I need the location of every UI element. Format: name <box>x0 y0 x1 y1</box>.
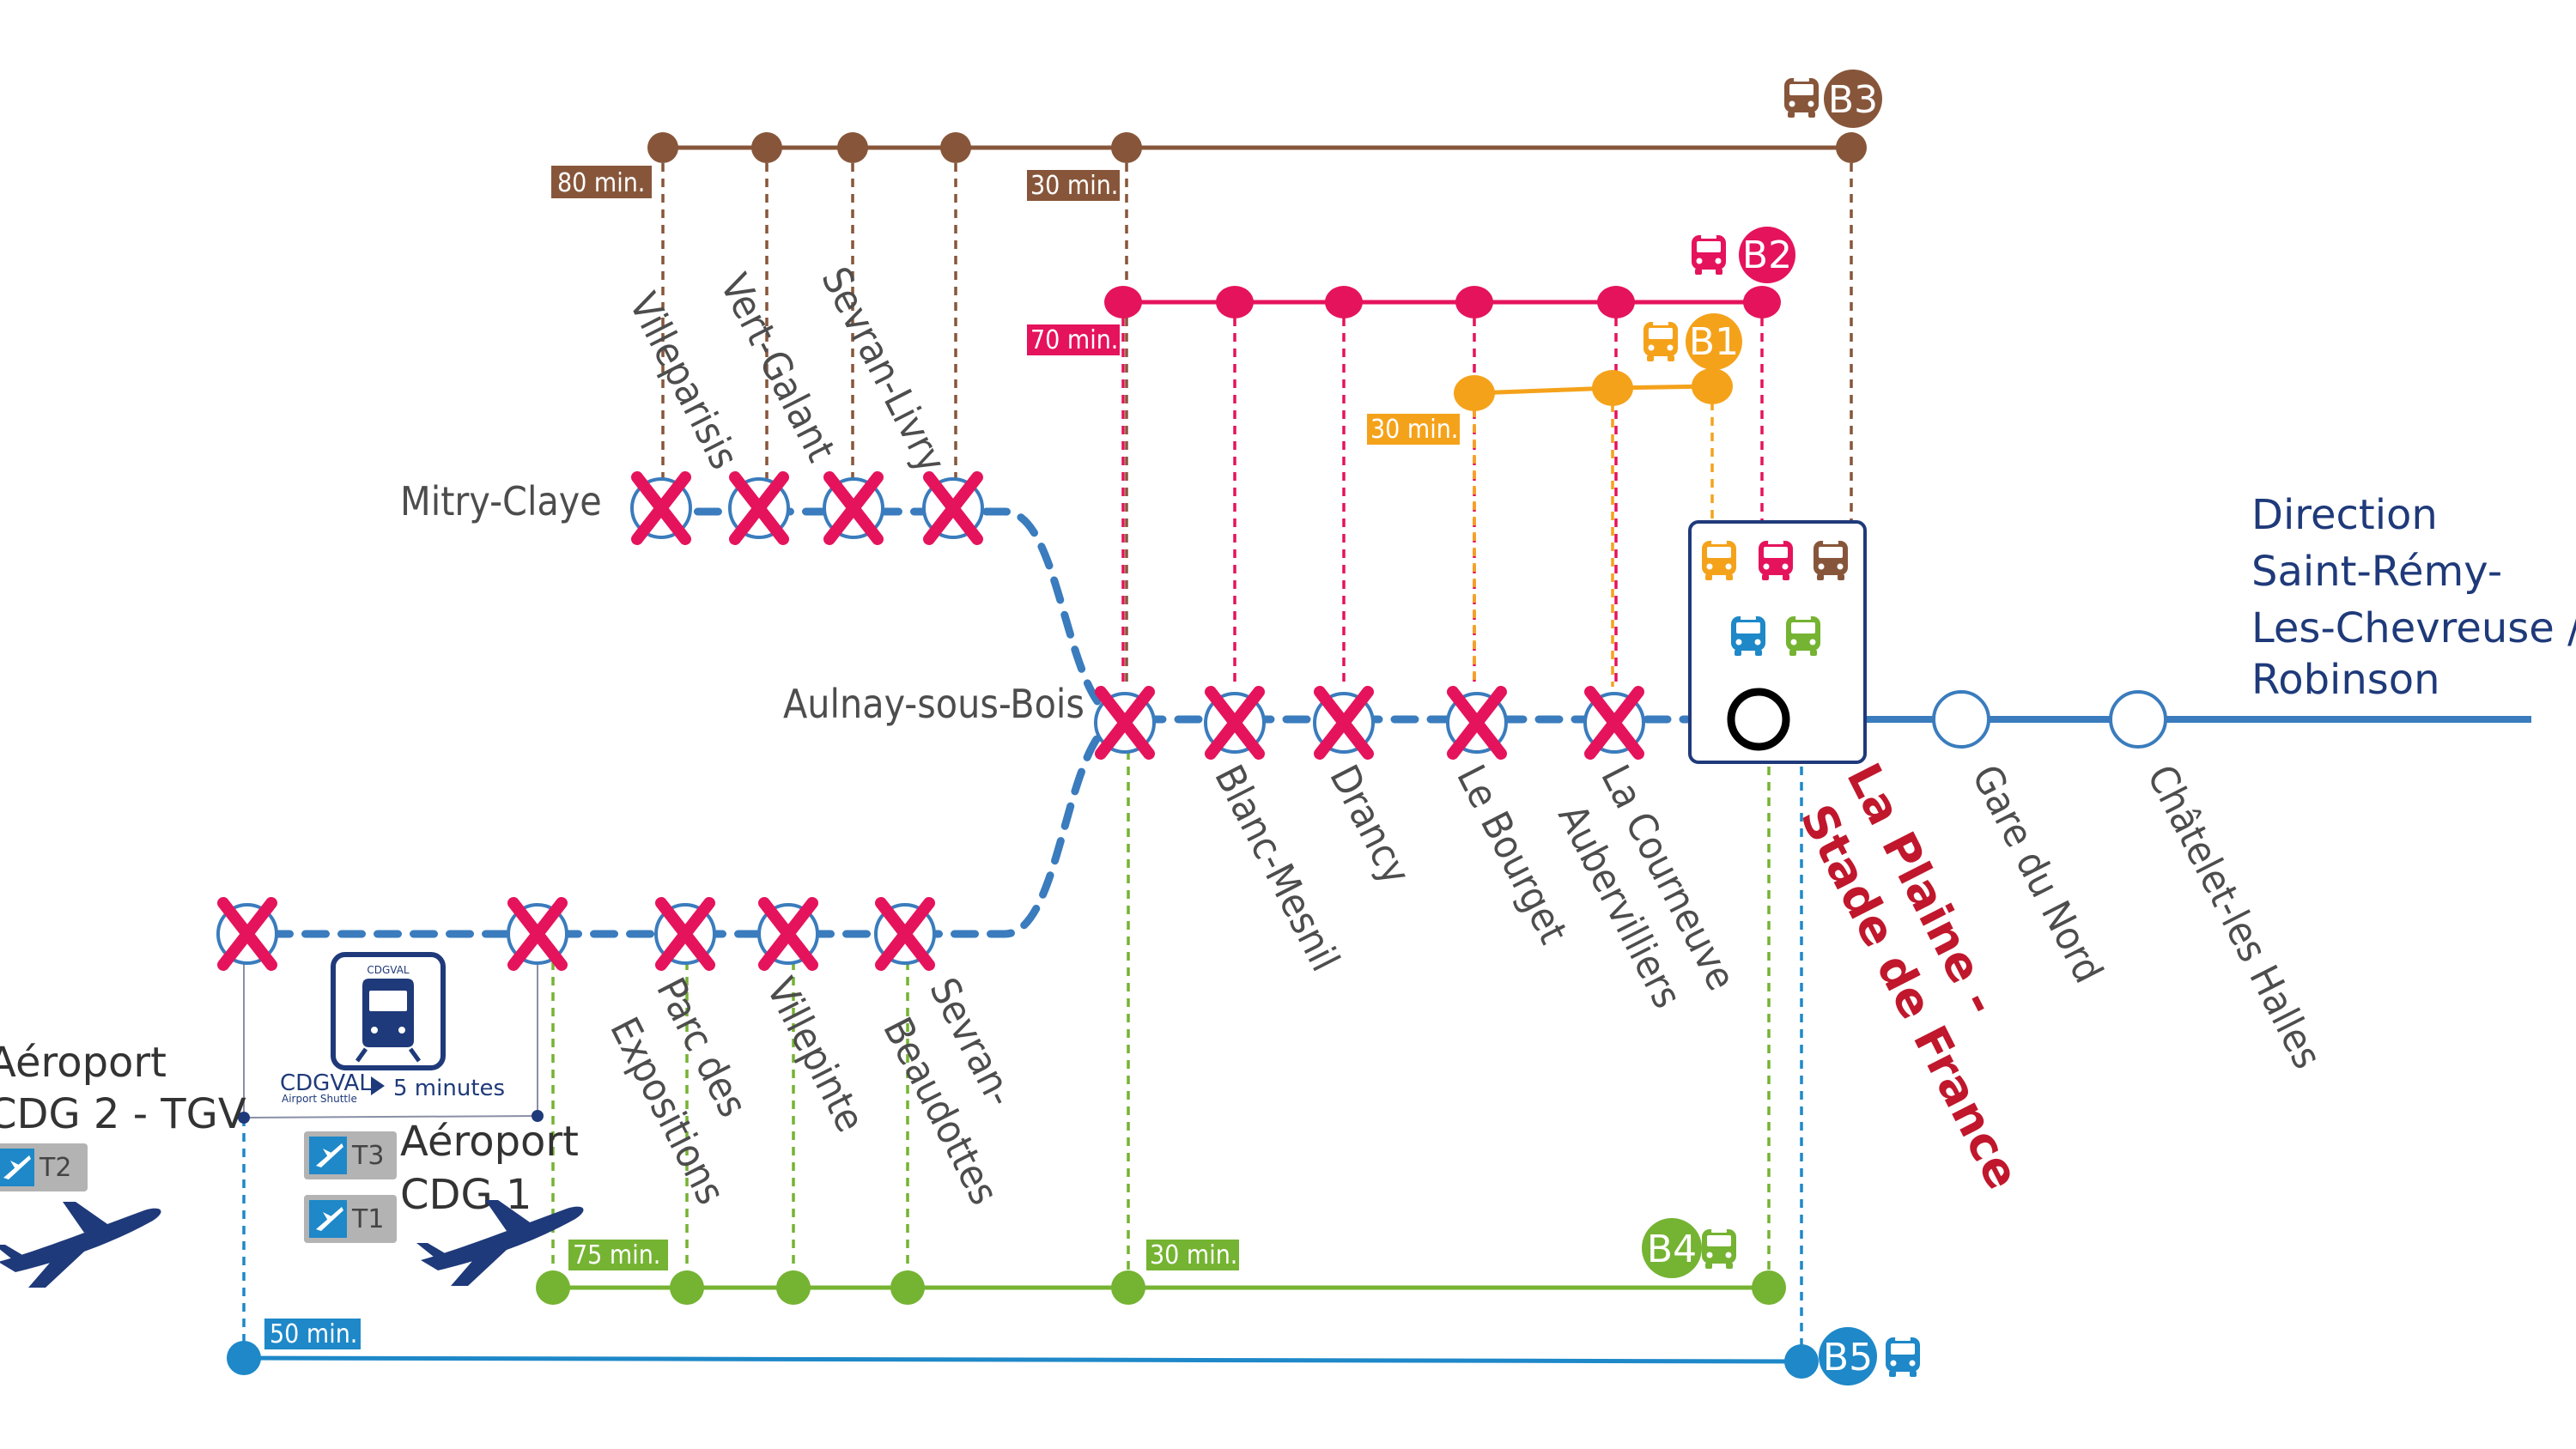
cdgval-duration: 5 minutes <box>393 1076 505 1101</box>
closed-cdg1 <box>508 903 567 965</box>
closed-blanc-mesnil <box>1206 692 1264 754</box>
closed-sevran-beaudottes <box>876 903 934 965</box>
bus-line-b3: 80 min. 30 min. B3 <box>551 70 1882 687</box>
svg-text:Aéroport: Aéroport <box>0 1039 167 1087</box>
rotated-labels-south: Parc des Expositions Villepinte Sevran- … <box>601 970 1024 1211</box>
cdgval-name: CDGVAL <box>280 1070 372 1096</box>
train-icon <box>355 979 422 1063</box>
bus-icon <box>1731 616 1765 656</box>
station-label-le-bourget: Le Bourget <box>1448 757 1577 950</box>
plane-icon <box>316 1143 343 1167</box>
closed-villepinte <box>759 903 817 965</box>
b3-badge: B3 <box>1828 78 1878 122</box>
closed-villeparisis <box>632 477 690 539</box>
airport-cdg1: Aéroport CDG 1 T3 T1 <box>304 1118 584 1286</box>
cdgval-sign: CDGVAL <box>367 964 410 976</box>
plane-icon <box>316 1207 343 1231</box>
bus-icon <box>1886 1337 1920 1377</box>
bus-icon <box>1759 541 1793 580</box>
closed-sevran-livry <box>824 477 883 539</box>
svg-text:Direction: Direction <box>2251 491 2438 539</box>
b3-time-a: 80 min. <box>557 168 645 198</box>
closed-mitry-claye <box>924 477 982 539</box>
bus-line-b2: 70 min. B2 <box>1027 227 1795 687</box>
svg-text:T3: T3 <box>351 1141 384 1171</box>
bus-line-b4: 75 min. 30 min. B4 <box>536 751 1786 1305</box>
rotated-labels-paris: La Plaine - Stade de France Gare du Nord… <box>1789 755 2330 1197</box>
svg-text:Les-Chevreuse /: Les-Chevreuse / <box>2251 604 2576 652</box>
bus-line-b5: 50 min. B5 <box>227 751 1920 1385</box>
la-plaine-hub <box>1688 520 1867 764</box>
b5-time: 50 min. <box>270 1319 357 1349</box>
closed-la-courneuve <box>1585 692 1643 754</box>
direction-label: Direction Saint-Rémy- Les-Chevreuse / Ro… <box>2251 491 2576 704</box>
station-label-mitry: Mitry-Claye <box>400 478 602 524</box>
bus-icon <box>1784 78 1819 118</box>
b2-time: 70 min. <box>1030 325 1118 355</box>
bus-line-b1: 30 min. B1 <box>1367 313 1742 687</box>
b1-time: 30 min. <box>1370 415 1458 445</box>
station-chatelet <box>2109 690 2167 749</box>
svg-text:T1: T1 <box>351 1204 384 1234</box>
b2-badge: B2 <box>1742 233 1792 277</box>
b4-time-b: 30 min. <box>1150 1240 1237 1270</box>
station-label-villepinte: Villepinte <box>757 970 874 1138</box>
cdgval-subtitle: Airport Shuttle <box>282 1093 357 1105</box>
station-label-aulnay: Aulnay-sous-Bois <box>783 681 1084 727</box>
b3-time-b: 30 min. <box>1030 171 1118 201</box>
station-label-chatelet: Châtelet-les Halles <box>2138 757 2330 1076</box>
station-label-drancy: Drancy <box>1321 757 1419 891</box>
rotated-labels-central: Blanc-Mesnil Drancy Le Bourget La Courne… <box>1206 757 1745 1015</box>
station-gare-du-nord <box>1932 690 1990 749</box>
plane-icon <box>0 1202 161 1288</box>
rotated-labels-north: Villeparisis Vert-Galant Sevran-Livry <box>620 259 955 479</box>
bus-icon <box>1702 1229 1736 1269</box>
closed-parc-expo <box>656 903 714 965</box>
cdgval-shuttle: CDGVAL CDGVAL Airport Shuttle 5 minutes <box>238 952 544 1124</box>
closed-le-bourget <box>1448 692 1506 754</box>
bus-icon <box>1692 235 1726 275</box>
closed-drancy <box>1315 692 1373 754</box>
b4-badge: B4 <box>1647 1228 1697 1271</box>
svg-text:CDG 2 - TGV: CDG 2 - TGV <box>0 1090 246 1138</box>
bus-icon <box>1702 541 1736 580</box>
closed-aulnay <box>1096 692 1154 754</box>
svg-text:Saint-Rémy-: Saint-Rémy- <box>2251 548 2502 596</box>
b1-badge: B1 <box>1689 320 1739 364</box>
svg-text:Aéroport: Aéroport <box>400 1118 579 1166</box>
svg-text:Robinson: Robinson <box>2251 656 2440 704</box>
bus-icon <box>1643 322 1678 361</box>
airport-cdg2: Aéroport CDG 2 - TGV T2 <box>0 1039 246 1288</box>
closed-cdg2 <box>218 903 276 965</box>
b5-badge: B5 <box>1823 1336 1873 1379</box>
bus-icon <box>1786 616 1820 656</box>
closed-vert-galant <box>730 477 788 539</box>
svg-text:T2: T2 <box>39 1153 71 1183</box>
b4-time-a: 75 min. <box>573 1240 660 1270</box>
bus-icon <box>1814 541 1848 580</box>
plane-icon <box>3 1155 31 1179</box>
